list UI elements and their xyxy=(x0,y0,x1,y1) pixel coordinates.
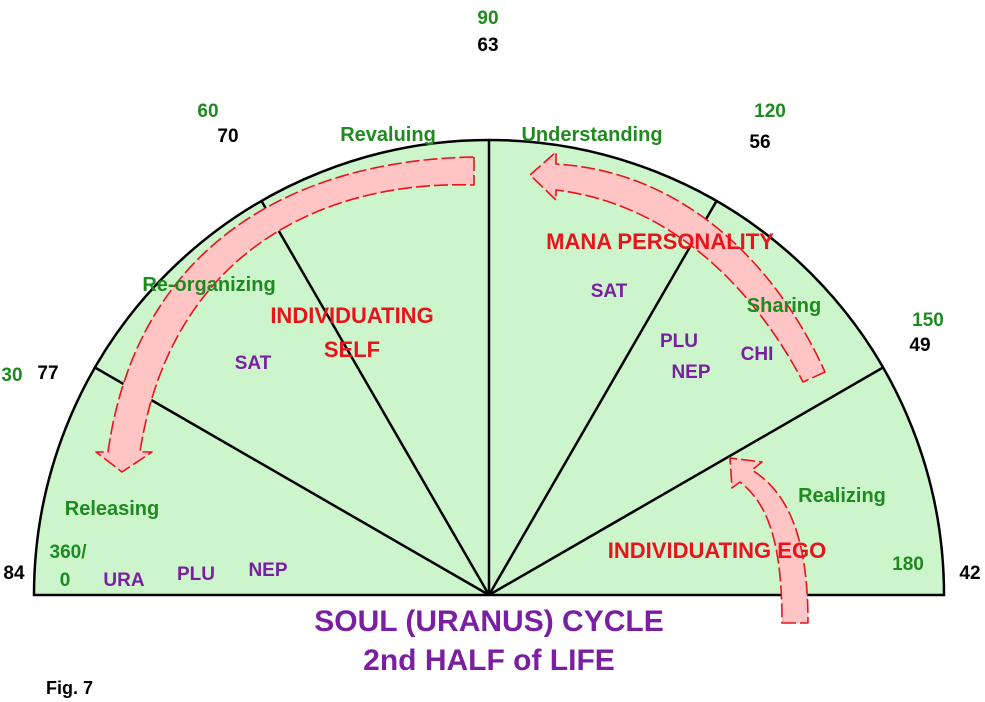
flow-arrows xyxy=(95,151,826,624)
arrow-upper-right-curved xyxy=(529,151,826,383)
planet-label-plu-right: PLU xyxy=(660,331,698,352)
age-label-77: 77 xyxy=(37,363,58,384)
arrow-lower-right-curved xyxy=(729,457,809,624)
planet-label-sat-left: SAT xyxy=(235,353,272,374)
angle-label-60: 60 xyxy=(197,101,218,122)
planet-label-nep-bottom: NEP xyxy=(248,560,287,581)
planet-label-ura: URA xyxy=(103,570,144,591)
angle-label-0: 0 xyxy=(60,570,71,591)
angle-label-180: 180 xyxy=(892,554,924,575)
angle-label-90: 90 xyxy=(477,8,498,29)
phase-label-realizing: Realizing xyxy=(798,485,886,507)
phase-label-revaluing: Revaluing xyxy=(340,124,436,146)
age-label-70: 70 xyxy=(217,126,238,147)
diagram-title-line-2: 2nd HALF of LIFE xyxy=(363,644,615,677)
division-lines xyxy=(94,140,884,597)
angle-label-360: 360/ xyxy=(50,542,88,563)
angle-label-120: 120 xyxy=(754,101,786,122)
age-label-84: 84 xyxy=(3,563,25,584)
diagram-title-line-1: SOUL (URANUS) CYCLE xyxy=(314,605,663,638)
age-label-42: 42 xyxy=(959,563,980,584)
age-label-56: 56 xyxy=(749,132,770,153)
spoke-line-120 xyxy=(487,200,718,596)
figure-label: Fig. 7 xyxy=(46,678,93,698)
spoke-line-30 xyxy=(94,366,490,597)
angle-label-150: 150 xyxy=(912,310,944,331)
phase-label-understanding: Understanding xyxy=(521,124,662,146)
stage-label-self: SELF xyxy=(324,337,380,362)
planet-label-nep-right: NEP xyxy=(671,362,710,383)
planet-label-sat-right: SAT xyxy=(591,281,628,302)
stage-label-individuating: INDIVIDUATING xyxy=(270,303,433,328)
planet-label-chi: CHI xyxy=(741,344,774,365)
arrow-left-curved xyxy=(95,156,475,473)
spoke-line-150 xyxy=(488,366,884,597)
angle-label-30: 30 xyxy=(1,365,22,386)
phase-label-sharing: Sharing xyxy=(747,295,821,317)
phase-label-reorganizing: Re-organizing xyxy=(142,274,275,296)
planet-label-plu-bottom: PLU xyxy=(177,564,215,585)
age-label-63: 63 xyxy=(477,35,498,56)
stage-label-individuating-ego: INDIVIDUATING EGO xyxy=(608,538,826,563)
phase-label-releasing: Releasing xyxy=(65,498,159,520)
stage-label-mana-personality: MANA PERSONALITY xyxy=(546,229,774,254)
spoke-line-60 xyxy=(260,200,491,596)
age-label-49: 49 xyxy=(909,335,930,356)
